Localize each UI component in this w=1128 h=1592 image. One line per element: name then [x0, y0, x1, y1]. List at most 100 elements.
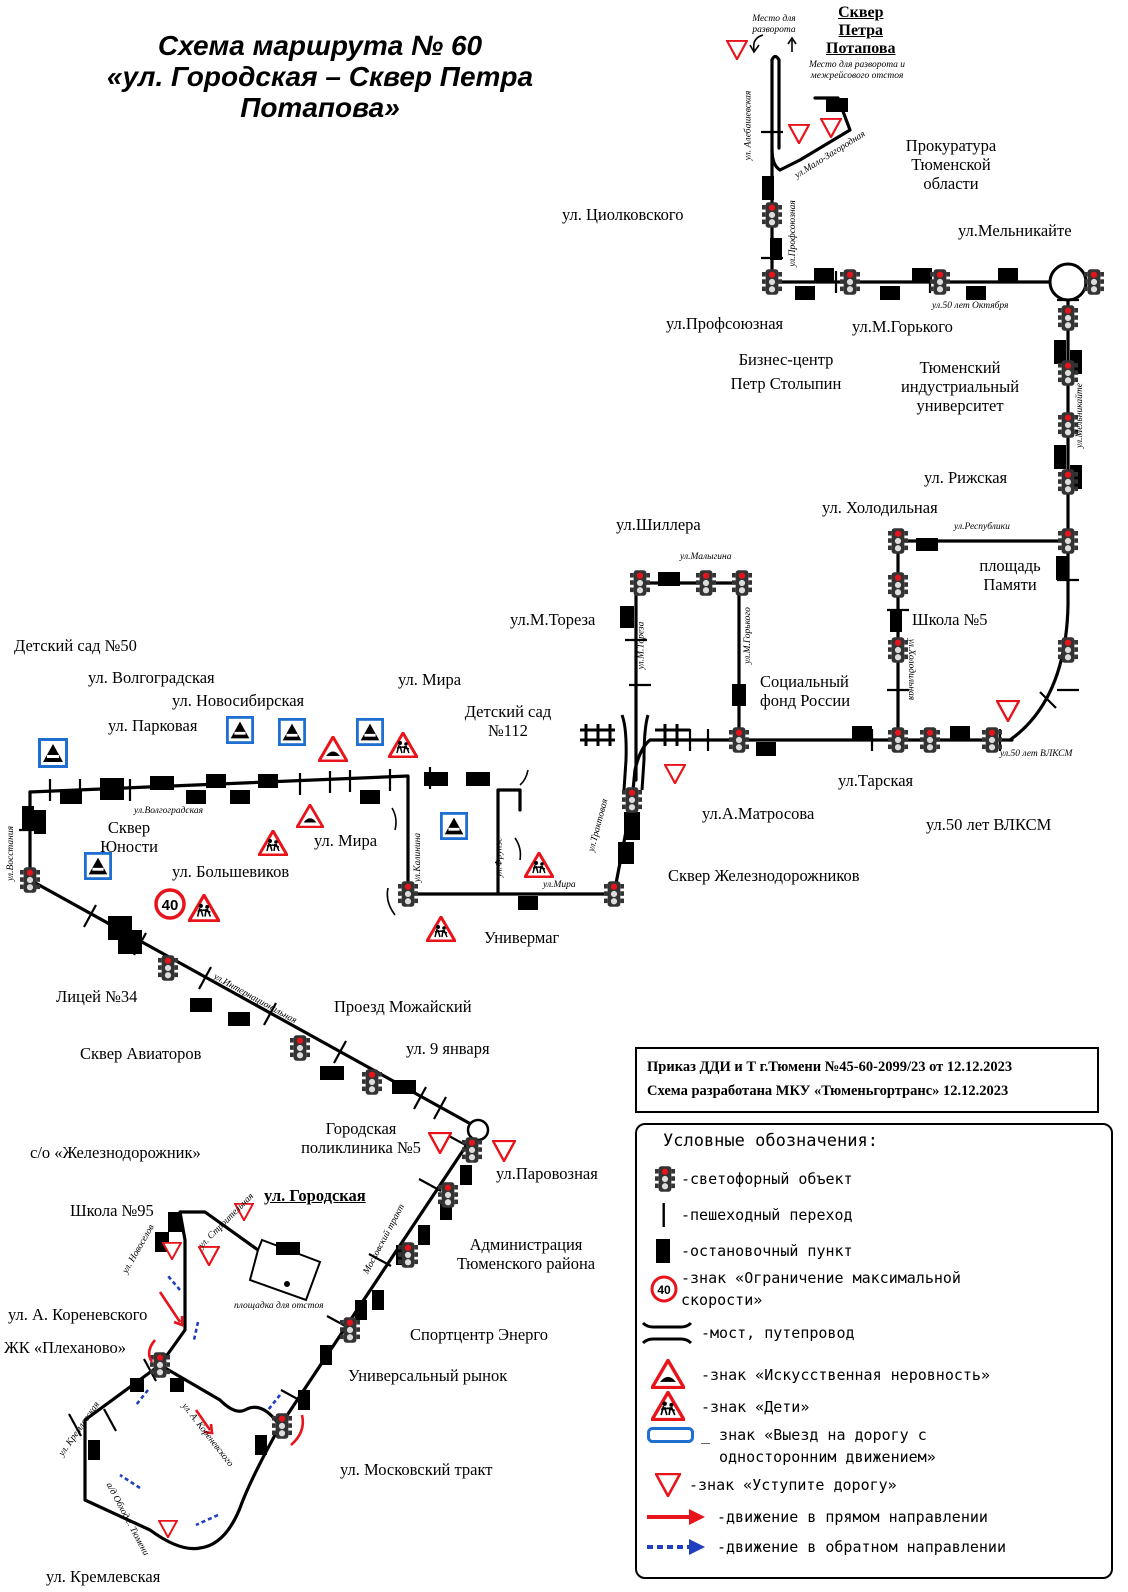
legend-text: -знак «Дети» [701, 1398, 810, 1416]
legend-text: -знак «Ограничение максимальной [681, 1269, 961, 1287]
one-way-sign-icon [440, 812, 468, 840]
stop-label-detsad112-1: Детский сад [464, 702, 552, 721]
order-info-line1: Приказ ДДИ и Т г.Тюмени №45-60-2099/23 о… [647, 1059, 1013, 1075]
bus-stop-icon [190, 998, 212, 1012]
stop-label-shkola95: Школа №95 [70, 1201, 154, 1220]
one-way-sign-icon [38, 738, 68, 768]
legend-text: -знак «Искусственная неровность» [701, 1366, 990, 1384]
one-way-sign-icon [278, 718, 306, 746]
traffic-light-icon [1058, 360, 1078, 386]
stop-label-administratsiya: Администрация Тюменского района [440, 1235, 612, 1273]
stop-label-biznes-centr: Бизнес-центр Петр Столыпин [712, 348, 860, 396]
terminus-label-gorodskaya: ул. Городская [264, 1186, 366, 1205]
bus-stop-icon [950, 726, 970, 740]
street-label-volgogradskaya: ул.Волгоградская [134, 806, 203, 816]
traffic-light-icon [630, 570, 650, 596]
traffic-light-icon [920, 727, 940, 753]
stop-label-biznes-1: Бизнес-центр [738, 350, 834, 369]
traffic-light-icon [1058, 469, 1078, 495]
stop-label-ploshchad-2: Памяти [983, 575, 1037, 594]
bus-stop-icon [998, 268, 1018, 282]
stop-label-detsad112: Детский сад №112 [458, 702, 558, 740]
layover-area-label: площадка для отстоя [234, 1301, 324, 1311]
bus-stop-icon [732, 684, 746, 706]
street-label-lebedevskaya: ул. Алебашевская [743, 90, 754, 161]
bus-stop-icon [22, 806, 34, 830]
street-label-m-gorkogo: ул.М.Горького [742, 607, 753, 664]
stop-label-a-matrosova: ул.А.Матросова [702, 804, 815, 823]
stop-label-administratsiya-2: Тюменского района [456, 1254, 596, 1273]
traffic-light-icon [930, 269, 950, 295]
legend-text: -знак «Уступите дорогу» [689, 1476, 897, 1494]
bus-stop-icon [118, 930, 142, 954]
speed-bump-sign-icon [296, 804, 324, 828]
speed-limit-icon: 40 [154, 888, 186, 920]
one-way-sign-icon [647, 1427, 694, 1443]
yield-sign-icon [726, 40, 748, 60]
stop-label-biznes-2: Петр Столыпин [730, 374, 842, 393]
stop-label-vlksm: ул.50 лет ВЛКСМ [926, 815, 1052, 834]
bus-stop-icon [320, 1345, 332, 1365]
map-title: Схема маршрута № 60 «ул. Городская – Скв… [60, 30, 580, 123]
terminus-label-2: Петра [838, 22, 884, 39]
stop-label-socfond-2: фонд России [760, 691, 851, 710]
bus-stop-icon [656, 1239, 670, 1263]
yield-sign-icon [492, 1140, 516, 1162]
stop-label-ploshchad-pamyati: площадь Памяти [968, 556, 1052, 594]
stop-label-univ-rynok: Универсальный рынок [348, 1366, 508, 1385]
terminal-area [248, 1238, 322, 1302]
stop-label-novosibirskaya: ул. Новосибирская [172, 691, 305, 710]
traffic-light-icon [1084, 269, 1104, 295]
bus-stop-icon [826, 98, 848, 112]
bus-stop-icon [298, 1390, 310, 1410]
street-label-profsoyuznaya: ул.Профсоюзная [787, 200, 798, 267]
stop-label-socfond-1: Социальный [760, 672, 849, 691]
stop-label-parovoznaya: ул.Паровозная [496, 1164, 598, 1183]
stop-label-prokuratura-3: области [923, 174, 979, 193]
traffic-light-icon [762, 202, 782, 228]
pedestrian-crossing-icon [83, 904, 97, 928]
traffic-light-icon [272, 1413, 292, 1439]
bus-stop-icon [320, 1066, 344, 1080]
reverse-arrow-icon [119, 1275, 282, 1527]
stop-label-litsey34: Лицей №34 [56, 987, 138, 1006]
bus-stop-icon [170, 1378, 184, 1392]
children-sign-icon [524, 852, 554, 878]
pedestrian-crossing-icon [368, 1253, 392, 1267]
bus-stop-icon [890, 610, 902, 632]
traffic-light-icon [158, 955, 178, 981]
pedestrian-crossing-icon [413, 1086, 427, 1110]
bridge-icon [641, 1321, 693, 1345]
stop-label-skver-yunosti-2: Юности [100, 837, 158, 856]
bus-stop-icon [206, 774, 226, 788]
stop-label-plekhanovo: ЖК «Плеханово» [4, 1338, 127, 1357]
traffic-light-icon [888, 572, 908, 598]
traffic-light-icon [362, 1069, 382, 1095]
stop-label-ploshchad-1: площадь [979, 556, 1041, 575]
one-way-sign-icon [356, 718, 384, 746]
legend-text: -пешеходный переход [681, 1206, 853, 1224]
bus-stop-icon [966, 286, 986, 300]
street-label-kalinina: ул.Калинина [413, 832, 424, 883]
bus-stop-icon [392, 1080, 416, 1094]
stop-label-volgogradskaya: ул. Волгоградская [88, 668, 215, 687]
legend: Условные обозначения: -светофорный объек… [635, 1123, 1113, 1579]
legend-text-2: односторонним движением» [719, 1448, 936, 1466]
bus-stop-icon [795, 286, 815, 300]
bus-stop-icon [880, 286, 900, 300]
stop-label-sportcentr: Спортцентр Энерго [410, 1325, 549, 1344]
street-label-frunze: ул.Фрунзе [494, 837, 505, 878]
bus-stop-icon [466, 772, 490, 786]
bus-stop-icon [360, 790, 380, 804]
bus-stop-icon [100, 778, 124, 800]
forward-arrow-icon [147, 1291, 305, 1446]
bus-stop-icon [255, 1435, 267, 1455]
bus-stop-icon [186, 790, 206, 804]
bus-stop-icon [418, 1225, 430, 1245]
street-label-vlksm: ул.50 лет ВЛКСМ [1000, 749, 1073, 759]
one-way-sign-icon [226, 716, 254, 744]
traffic-light-icon [888, 727, 908, 753]
bus-stops [22, 98, 1082, 1460]
speed-limit-value: 40 [162, 897, 179, 914]
stop-label-detsad50: Детский сад №50 [14, 636, 137, 655]
